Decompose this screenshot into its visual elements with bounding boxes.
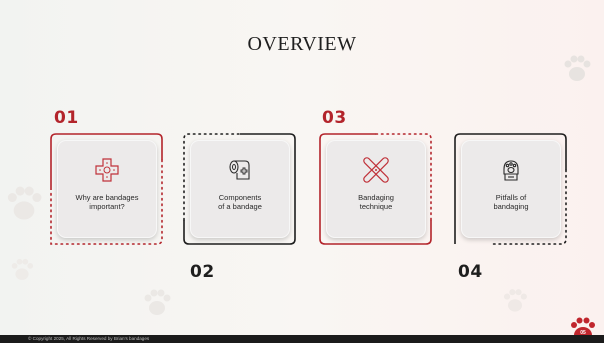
item-card-04[interactable]: Pitfalls of bandaging bbox=[461, 140, 561, 238]
background-paw-icon bbox=[7, 186, 42, 220]
item-number-02: 02 bbox=[190, 262, 215, 282]
item-label-01: Why are bandages important? bbox=[75, 193, 139, 211]
page-title: OVERVIEW bbox=[247, 33, 357, 55]
item-label-03: Bandaging technique bbox=[358, 193, 394, 211]
background-paw-icon bbox=[144, 289, 171, 315]
item-label-04: Pitfalls of bandaging bbox=[493, 193, 529, 211]
background-paw-icon bbox=[11, 258, 34, 280]
item-frame-02 bbox=[183, 133, 296, 245]
background-paw-icon bbox=[503, 289, 527, 312]
background-paw-icon bbox=[564, 55, 591, 81]
item-card-03[interactable]: Bandaging technique bbox=[326, 140, 426, 238]
item-card-02[interactable]: Components of a bandage bbox=[190, 140, 290, 238]
item-frame-01 bbox=[50, 133, 163, 245]
item-label-02: Components of a bandage bbox=[218, 193, 262, 211]
item-card-01[interactable]: Why are bandages important? bbox=[57, 140, 157, 238]
item-number-03: 03 bbox=[322, 108, 347, 128]
copyright-footer: © Copyright 2025, All Rights Reserved by… bbox=[0, 335, 604, 343]
paw-alert-icon bbox=[503, 160, 519, 181]
bandage-roll-icon bbox=[229, 160, 250, 180]
item-frame-04 bbox=[454, 133, 567, 245]
bandage-cross-icon bbox=[95, 158, 119, 182]
item-number-04: 04 bbox=[458, 262, 483, 282]
crossed-bandages-icon bbox=[363, 157, 389, 183]
item-number-01: 01 bbox=[54, 108, 79, 128]
page-number: 05 bbox=[580, 330, 586, 336]
item-frame-03 bbox=[319, 133, 432, 245]
